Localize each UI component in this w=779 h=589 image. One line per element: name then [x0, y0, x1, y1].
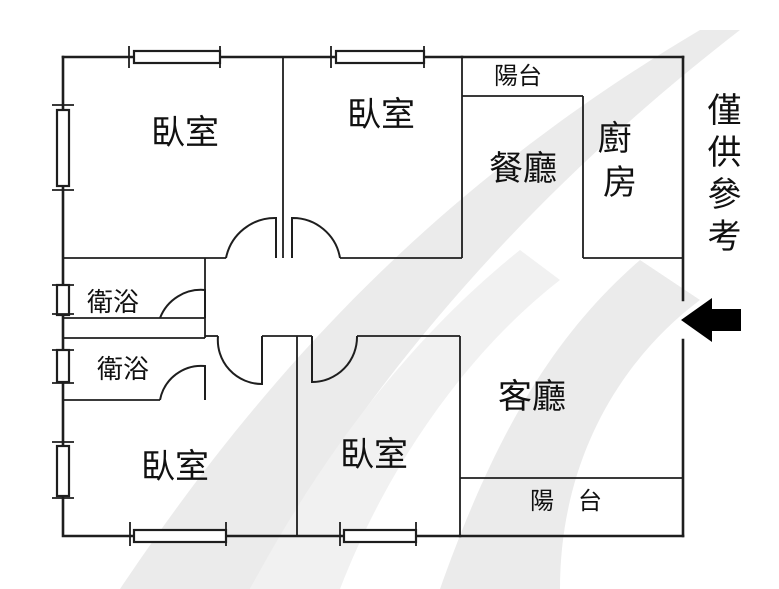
room-label-bath-2: 衛浴 [97, 355, 149, 385]
window-bottom-1 [132, 528, 228, 544]
door-bath-1 [159, 288, 206, 319]
door-bath-2 [159, 364, 206, 401]
room-label-kitchen: 廚 房 [598, 119, 643, 203]
room-label-bedroom-nw: 臥室 [151, 113, 219, 153]
kitchen-char-2: 房 [603, 163, 637, 203]
window-left-2 [55, 444, 71, 498]
windows [52, 46, 426, 546]
room-label-balcony-s: 陽 台 [530, 487, 602, 515]
room-label-dining: 餐廳 [489, 149, 557, 189]
arrow-left-icon [681, 298, 741, 342]
window-top-2 [334, 49, 426, 65]
window-left-bath-2 [55, 348, 71, 384]
room-label-bedroom-n: 臥室 [347, 95, 415, 135]
interior-walls [63, 57, 683, 536]
window-left-bath-1 [55, 283, 71, 317]
kitchen-char-1: 廚 [598, 119, 632, 159]
watermark [120, 30, 740, 589]
room-label-balcony-n: 陽台 [494, 62, 542, 90]
door-bedroom-nw [225, 216, 277, 259]
room-label-bedroom-s: 臥室 [340, 435, 408, 475]
door-bedroom-sw [216, 335, 263, 386]
room-label-living: 客廳 [498, 377, 566, 417]
room-label-bedroom-sw: 臥室 [141, 447, 209, 487]
reference-only-note: 僅供參考 [701, 92, 741, 260]
door-bedroom-s [311, 335, 359, 384]
room-label-bath-1: 衛浴 [87, 288, 139, 318]
window-left-1 [55, 108, 71, 188]
door-bedroom-n [291, 216, 341, 259]
window-top-1 [132, 49, 222, 65]
window-bottom-2 [342, 528, 418, 544]
doors [159, 216, 359, 401]
